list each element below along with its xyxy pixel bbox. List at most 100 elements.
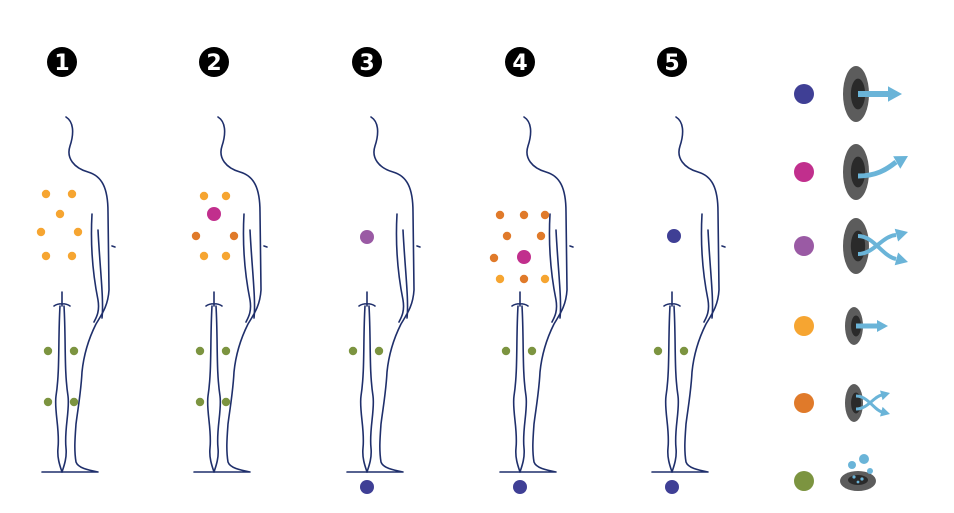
large-needle-crossing-arrows-icon — [843, 218, 908, 274]
figure-4-detail-line — [512, 305, 521, 473]
arrow-shaft — [857, 160, 898, 179]
figure-5-detail-line — [664, 305, 673, 473]
figure-5-main-point — [667, 229, 681, 243]
figure-4-detail-line — [511, 291, 529, 307]
arrow-head-icon — [893, 156, 908, 169]
figure-4-detail-line — [519, 305, 528, 473]
arrow-head-icon — [880, 406, 890, 417]
figure-1-detail-line — [90, 213, 100, 323]
figure-2-upper-point — [191, 231, 201, 241]
figure-4-detail-line — [569, 245, 574, 248]
figure-5-number: 5 — [664, 51, 679, 76]
legend-item-purple — [794, 218, 908, 274]
figure-4-leg-point — [527, 346, 537, 356]
figure-2-upper-point — [199, 251, 209, 261]
figure-4-badge — [505, 47, 535, 77]
figure-2-upper-point — [221, 191, 231, 201]
figure-2-leg-point — [221, 397, 231, 407]
figure-2-upper-point — [221, 251, 231, 261]
figure-2-detail-line — [213, 305, 222, 473]
figure-3-detail-line — [358, 291, 376, 307]
figure-1-upper-point — [67, 189, 77, 199]
bubble-icon — [860, 477, 864, 481]
figure-2-detail-line — [206, 305, 215, 473]
figure-1-upper-point — [55, 209, 65, 219]
arrow-shaft — [855, 393, 883, 411]
figure-1-outline — [41, 116, 110, 473]
figure-5-detail-line — [721, 245, 726, 248]
figure-3-detail-line — [395, 213, 405, 323]
figure-4-upper-point — [502, 231, 512, 241]
figure-5-detail-line — [700, 213, 710, 323]
needle-inner-icon — [850, 156, 866, 188]
figure-5-detail-line — [707, 229, 714, 319]
figure-4-upper-point — [495, 210, 505, 220]
figure-4-outline — [499, 116, 568, 473]
arrow-shaft — [857, 233, 897, 256]
figure-5-detail-line — [663, 291, 681, 307]
figure-4-upper-point — [519, 210, 529, 220]
arrow-head-icon — [880, 390, 890, 401]
figure-1-upper-point — [36, 227, 46, 237]
figure-2-upper-point — [229, 231, 239, 241]
figure-3-leg-point — [374, 346, 384, 356]
bubble-icon — [867, 468, 873, 474]
surface-hole-icon — [848, 475, 868, 485]
figure-4-detail-line — [555, 229, 562, 319]
figure-2-detail-line — [205, 291, 223, 307]
legend-item-navy — [794, 66, 902, 122]
legend-color-dot — [794, 236, 814, 256]
figure-1-number: 1 — [54, 51, 69, 76]
figure-5: 5 — [651, 47, 726, 494]
legend-color-dot — [794, 84, 814, 104]
figure-1-upper-point — [73, 227, 83, 237]
legend-color-dot — [794, 393, 814, 413]
figure-4-upper-point — [495, 274, 505, 284]
figure-4: 4 — [489, 47, 574, 494]
large-needle-straight-arrow-icon — [843, 66, 902, 122]
figure-2-leg-point — [195, 346, 205, 356]
figure-4-upper-point — [519, 274, 529, 284]
figure-4-detail-line — [548, 213, 558, 323]
figure-1-leg-point — [69, 397, 79, 407]
figure-2-outline — [193, 116, 262, 473]
figure-2-detail-line — [263, 245, 268, 248]
legend-item-magenta — [794, 144, 908, 200]
figure-3-leg-point — [348, 346, 358, 356]
figure-3-number: 3 — [359, 51, 374, 76]
arrow-head-icon — [877, 319, 888, 333]
figure-5-foot-point — [665, 480, 679, 494]
figure-5-leg-point — [679, 346, 689, 356]
figure-2-leg-point — [195, 397, 205, 407]
figure-1-detail-line — [111, 245, 116, 248]
large-needle-curved-arrow-icon — [843, 144, 908, 200]
figure-1-leg-point — [69, 346, 79, 356]
bubble-icon — [852, 475, 856, 479]
legend-item-olive — [794, 454, 876, 491]
figure-1-detail-line — [97, 229, 104, 319]
figure-3: 3 — [346, 47, 421, 494]
legend-color-dot — [794, 162, 814, 182]
figure-2-detail-line — [242, 213, 252, 323]
figure-4-upper-point — [540, 210, 550, 220]
figure-5-detail-line — [671, 305, 680, 473]
bubble-icon — [848, 461, 856, 469]
figure-1-leg-point — [43, 397, 53, 407]
figure-3-main-point — [360, 230, 374, 244]
figure-1-upper-point — [41, 251, 51, 261]
figure-3-detail-line — [359, 305, 368, 473]
arrow-head-icon — [894, 228, 908, 242]
figure-2-leg-point — [221, 346, 231, 356]
figure-4-upper-point — [489, 253, 499, 263]
figure-1-leg-point — [43, 346, 53, 356]
bubbles-surface-icon — [840, 454, 876, 491]
figure-1-upper-point — [41, 189, 51, 199]
small-needle-straight-arrow-icon — [845, 307, 888, 345]
figure-1-detail-line — [61, 305, 70, 473]
bubble-icon — [859, 454, 869, 464]
figure-3-detail-line — [416, 245, 421, 248]
figure-2-detail-line — [249, 229, 256, 319]
figure-4-number: 4 — [512, 51, 527, 76]
